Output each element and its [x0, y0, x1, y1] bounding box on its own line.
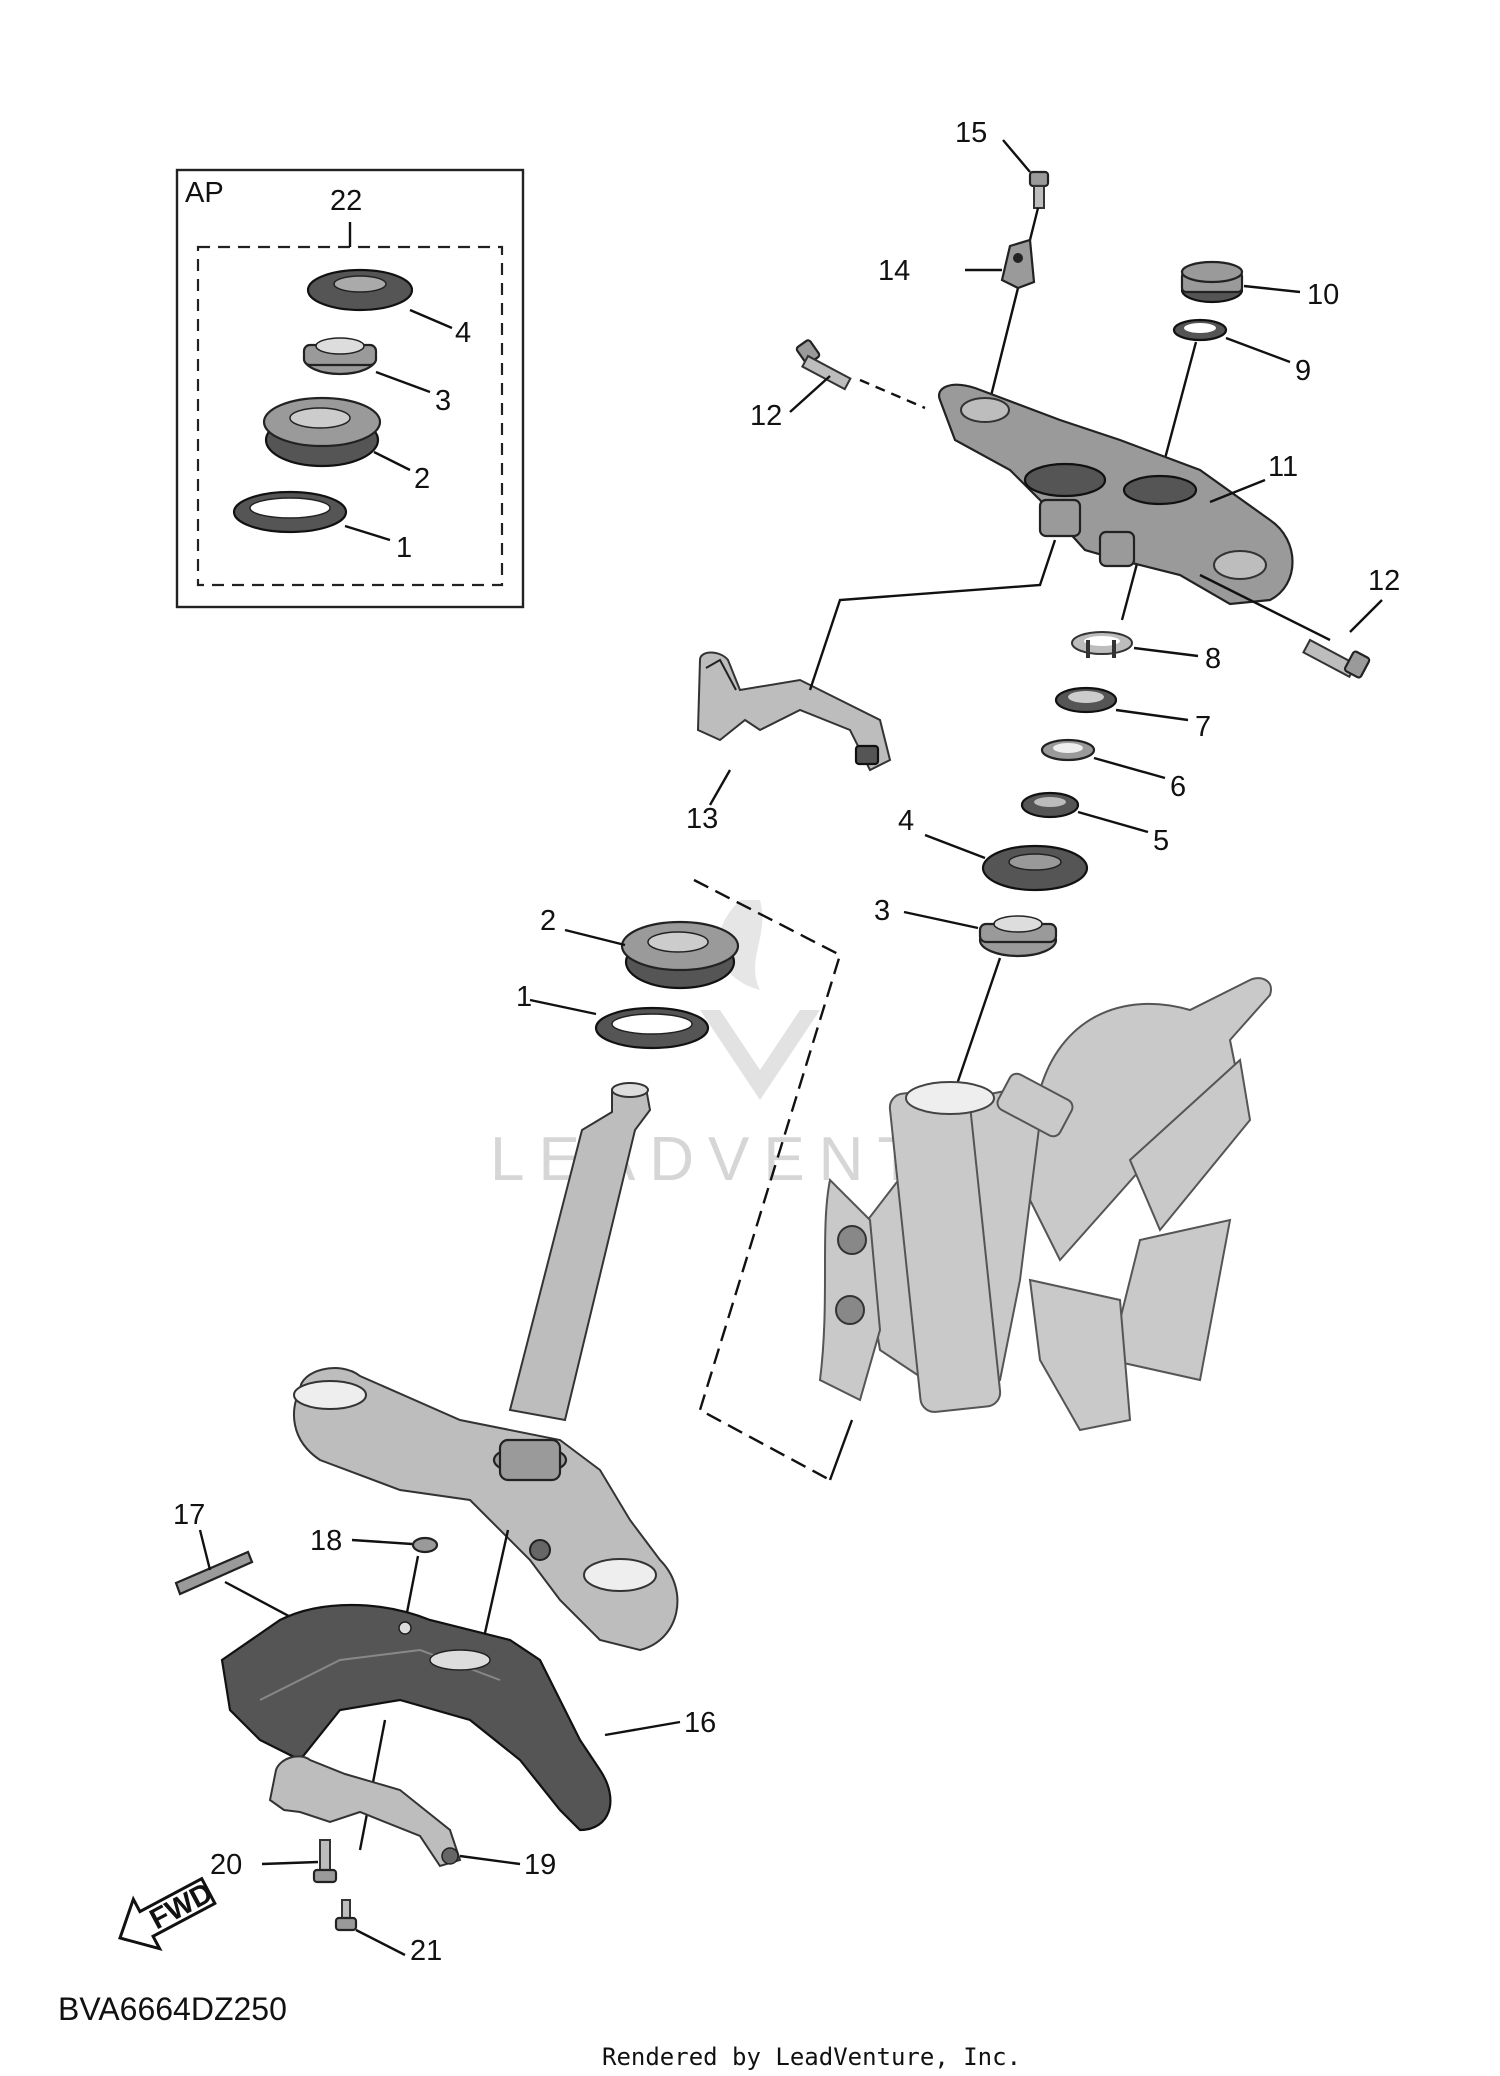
part-upper-bracket-11: [937, 383, 1294, 606]
part-screw-21: [334, 1899, 358, 1932]
callout-11: 11: [1268, 451, 1298, 483]
part-steering-stem: [293, 1082, 679, 1652]
inset-callout-3: 3: [435, 385, 451, 417]
callout-21: 21: [410, 1935, 442, 1967]
callout-12-left: 12: [750, 400, 782, 432]
part-bearing-4: [981, 844, 1089, 892]
inset-group-label: 22: [330, 185, 362, 217]
inset-callout-4: 4: [455, 317, 471, 349]
callout-2: 2: [540, 905, 556, 937]
part-bearing-2: [620, 920, 740, 990]
part-bracket-13: [696, 651, 892, 772]
part-washer-6: [1040, 738, 1096, 762]
part-bolt-12-left: [795, 339, 852, 391]
inset-assembly-box: AP 22 4 3 2 1: [175, 168, 525, 609]
part-bolt-15: [1028, 170, 1050, 209]
part-bracket-14: [1000, 238, 1036, 290]
part-race-1: [594, 1006, 710, 1050]
callout-15: 15: [955, 117, 987, 149]
part-seal-5: [1020, 791, 1080, 819]
part-grommet-18: [411, 1536, 439, 1554]
callout-9: 9: [1295, 355, 1311, 387]
callout-8: 8: [1205, 643, 1221, 675]
callout-6: 6: [1170, 771, 1186, 803]
inset-callout-1: 1: [396, 532, 412, 564]
rendered-by-footer: Rendered by LeadVenture, Inc.: [602, 2043, 1021, 2071]
inset-part-1: [232, 490, 348, 534]
callout-17: 17: [173, 1499, 205, 1531]
part-nut-10: [1180, 260, 1244, 304]
callout-18: 18: [310, 1525, 342, 1557]
part-clip-17: [174, 1550, 254, 1596]
fwd-arrow-icon: FWD: [118, 1876, 218, 1951]
fwd-label: FWD: [145, 1877, 218, 1936]
part-lock-washer-8: [1071, 631, 1133, 658]
diagram-code: BVA6664DZ250: [58, 1991, 287, 2027]
inset-callout-2: 2: [414, 463, 430, 495]
part-bolt-20: [312, 1839, 338, 1884]
callout-16: 16: [684, 1707, 716, 1739]
callout-5: 5: [1153, 825, 1169, 857]
callout-10: 10: [1307, 279, 1339, 311]
part-frame-headstock: [818, 977, 1272, 1432]
callout-3: 3: [874, 895, 890, 927]
callout-20: 20: [210, 1849, 242, 1881]
inset-part-4: [306, 268, 414, 312]
callout-12-right: 12: [1368, 565, 1400, 597]
callout-19: 19: [524, 1849, 556, 1881]
part-bracket-19: [268, 1755, 462, 1868]
callout-1: 1: [516, 981, 532, 1013]
part-washer-9: [1172, 318, 1228, 342]
part-cover-16: [220, 1603, 612, 1832]
part-bolt-12-right: [1302, 638, 1371, 679]
part-bearing-3: [978, 915, 1058, 958]
inset-title: AP: [185, 177, 224, 209]
callout-14: 14: [878, 255, 910, 287]
inset-part-3: [302, 337, 378, 376]
part-ring-nut-7: [1054, 686, 1118, 714]
callout-13: 13: [686, 803, 718, 835]
inset-part-2: [262, 396, 382, 468]
callout-4: 4: [898, 805, 914, 837]
callout-7: 7: [1195, 711, 1211, 743]
